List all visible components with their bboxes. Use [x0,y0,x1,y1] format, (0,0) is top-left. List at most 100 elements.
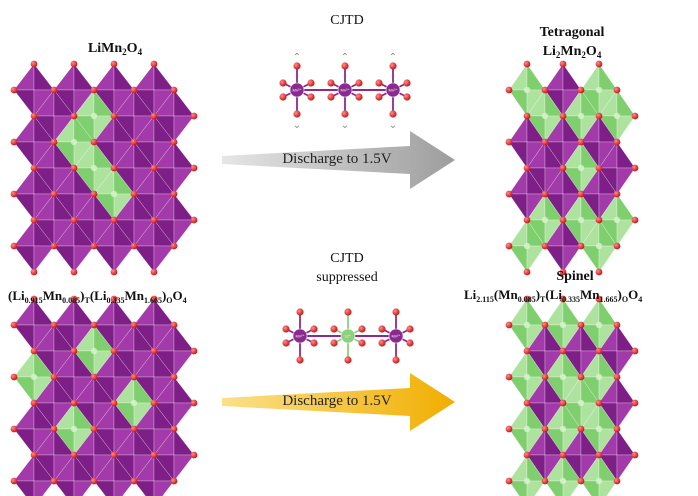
oxygen-atom [170,138,178,146]
oxygen-atom [130,242,138,250]
oxygen-atom [559,295,567,303]
li-atom [559,425,567,433]
oxygen-atom [307,79,315,87]
oxygen-atom [559,268,567,276]
oxygen-atom [70,295,78,303]
cjtd-suppressed-line1: CJTD [330,251,363,266]
oxygen-atom [150,451,158,459]
mn-octahedron [153,141,195,195]
oxygen-atom [190,399,198,407]
oxygen-atom [130,477,138,485]
oxygen-atom [613,86,621,94]
oxygen-atom [70,268,78,276]
cjtd-suppressed-chain: Mn³⁺Li⁺Mn³⁺ [282,308,414,364]
oxygen-atom [392,308,400,316]
oxygen-atom [90,321,98,329]
oxygen-atom [90,373,98,381]
oxygen-atom [110,164,118,172]
oxygen-atom [50,190,58,198]
oxygen-atom [541,373,549,381]
oxygen-atom [70,164,78,172]
oxygen-atom [70,216,78,224]
li-atom [595,321,603,329]
oxygen-atom [505,138,513,146]
oxygen-atom [327,93,335,101]
li-atom [595,425,603,433]
li-atom [613,112,621,120]
oxygen-atom [541,138,549,146]
oxygen-atom [595,164,603,172]
li-octahedron [580,219,618,273]
oxygen-atom [150,216,158,224]
oxygen-atom [190,216,198,224]
oxygen-atom [523,164,531,172]
oxygen-atom [150,268,158,276]
discharge-label-top: Discharge to 1.5V [282,151,391,167]
oxygen-atom [389,62,397,70]
oxygen-atom [403,79,411,87]
disordered-spinel-crystal-structure [10,295,198,496]
oxygen-atom [10,425,18,433]
distortion-chevron: ⌃ [389,52,397,63]
oxygen-atom [595,216,603,224]
oxygen-atom [150,347,158,355]
oxygen-atom [90,242,98,250]
oxygen-atom [282,339,290,347]
oxygen-atom [10,86,18,94]
oxygen-atom [150,164,158,172]
discharge-arrow-bottom: Discharge to 1.5V [222,373,455,431]
oxygen-atom [595,268,603,276]
oxygen-atom [505,190,513,198]
limn2o4-crystal-structure [10,60,198,276]
oxygen-atom [355,79,363,87]
oxygen-atom [389,110,397,118]
oxygen-atom [595,347,603,355]
li-atom [523,373,531,381]
oxygen-atom [110,216,118,224]
oxygen-atom [130,190,138,198]
cjtd-octahedral-chain: Mn³⁺Mn³⁺Mn³⁺⌃⌄⌃⌄⌃⌄ [279,52,411,131]
oxygen-atom [358,325,366,333]
oxygen-atom [282,325,290,333]
oxygen-atom [613,321,621,329]
li-atom [523,86,531,94]
oxygen-atom [110,268,118,276]
li-atom [577,112,585,120]
oxygen-atom [523,399,531,407]
ion-label: Mn³⁺ [389,88,398,93]
oxygen-atom [30,60,38,68]
oxygen-atom [310,325,318,333]
oxygen-atom [375,93,383,101]
oxygen-atom [279,93,287,101]
oxygen-atom [559,451,567,459]
distortion-chevron: ⌄ [293,120,301,131]
mn-octahedron [13,219,55,273]
li-atom [90,112,98,120]
li-octahedron [544,454,582,496]
oxygen-atom [577,86,585,94]
oxygen-atom [631,216,639,224]
li-atom [595,242,603,250]
li-atom [541,112,549,120]
oxygen-atom [70,112,78,120]
oxygen-atom [559,112,567,120]
oxygen-atom [50,86,58,94]
li-atom [523,477,531,485]
li-atom [110,190,118,198]
oxygen-atom [355,93,363,101]
li-atom [541,216,549,224]
oxygen-atom [595,295,603,303]
oxygen-atom [595,399,603,407]
mn-octahedron [133,219,175,273]
cjtd-suppressed-line2: suppressed [316,270,377,285]
oxygen-atom [595,112,603,120]
oxygen-atom [30,295,38,303]
li-atom [577,399,585,407]
oxygen-atom [130,373,138,381]
tetragonal-li2mn2o4-crystal-structure [505,60,639,276]
oxygen-atom [10,321,18,329]
oxygen-atom [505,86,513,94]
oxygen-atom [30,268,38,276]
distortion-chevron: ⌃ [293,52,301,63]
oxygen-atom [130,138,138,146]
